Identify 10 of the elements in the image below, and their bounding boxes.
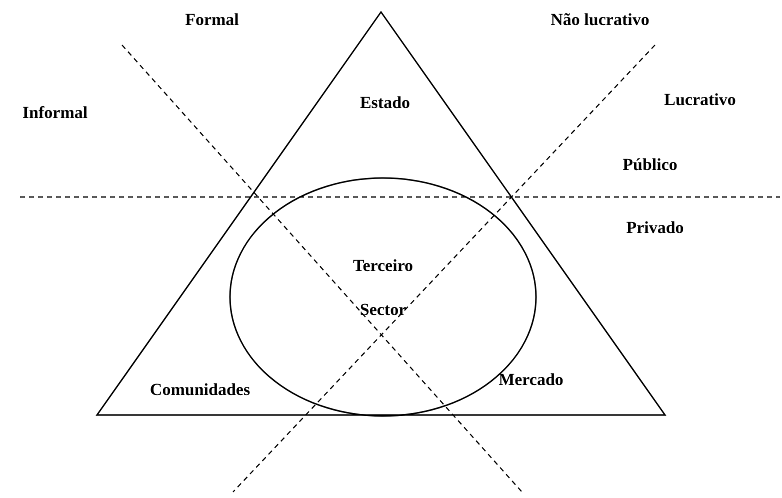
axis-label: Informal [22,103,88,123]
region-label: Terceiro Sector [352,255,414,321]
region-label: Estado [360,93,410,113]
axis-label: Formal [185,10,239,30]
region-label: Comunidades [150,380,250,400]
region-label: Mercado [498,370,564,390]
axis-label: Público [622,155,678,175]
axis-label: Não lucrativo [550,10,650,30]
axis-label: Privado [626,218,684,238]
axis-label: Lucrativo [664,90,736,110]
